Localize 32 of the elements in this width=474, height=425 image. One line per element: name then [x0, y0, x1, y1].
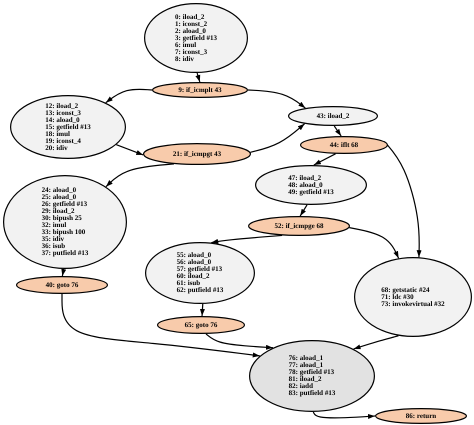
jump-ellipse: [375, 408, 467, 424]
arrow: [312, 412, 376, 419]
arrow: [349, 227, 400, 258]
arrow: [116, 144, 144, 156]
arrow: [105, 88, 152, 104]
arrow: [353, 335, 399, 350]
code-block-ellipse: [255, 165, 367, 205]
code-block-ellipse: [145, 242, 255, 304]
code-block-ellipse: [144, 3, 248, 73]
arrow: [195, 72, 200, 82]
arrow: [211, 234, 282, 244]
code-block-ellipse: [354, 257, 472, 337]
code-block-ellipse: [10, 95, 126, 159]
arrow: [206, 333, 274, 350]
code-block-ellipse: [249, 340, 375, 412]
arrow: [61, 294, 260, 358]
arrow: [61, 268, 66, 276]
jump-ellipse: [152, 82, 248, 98]
arrow: [300, 204, 308, 216]
jump-ellipse: [16, 276, 108, 294]
code-block-ellipse: [288, 106, 378, 126]
jump-ellipse: [143, 143, 251, 165]
jump-ellipse: [157, 316, 245, 334]
arrow: [314, 153, 336, 166]
code-block-ellipse: [3, 175, 127, 269]
arrow: [106, 163, 174, 188]
arrow: [248, 89, 306, 109]
jump-ellipse: [300, 136, 388, 154]
arrow: [200, 304, 205, 316]
arrow: [334, 126, 342, 136]
jump-ellipse: [248, 216, 350, 236]
arrow: [250, 123, 305, 153]
